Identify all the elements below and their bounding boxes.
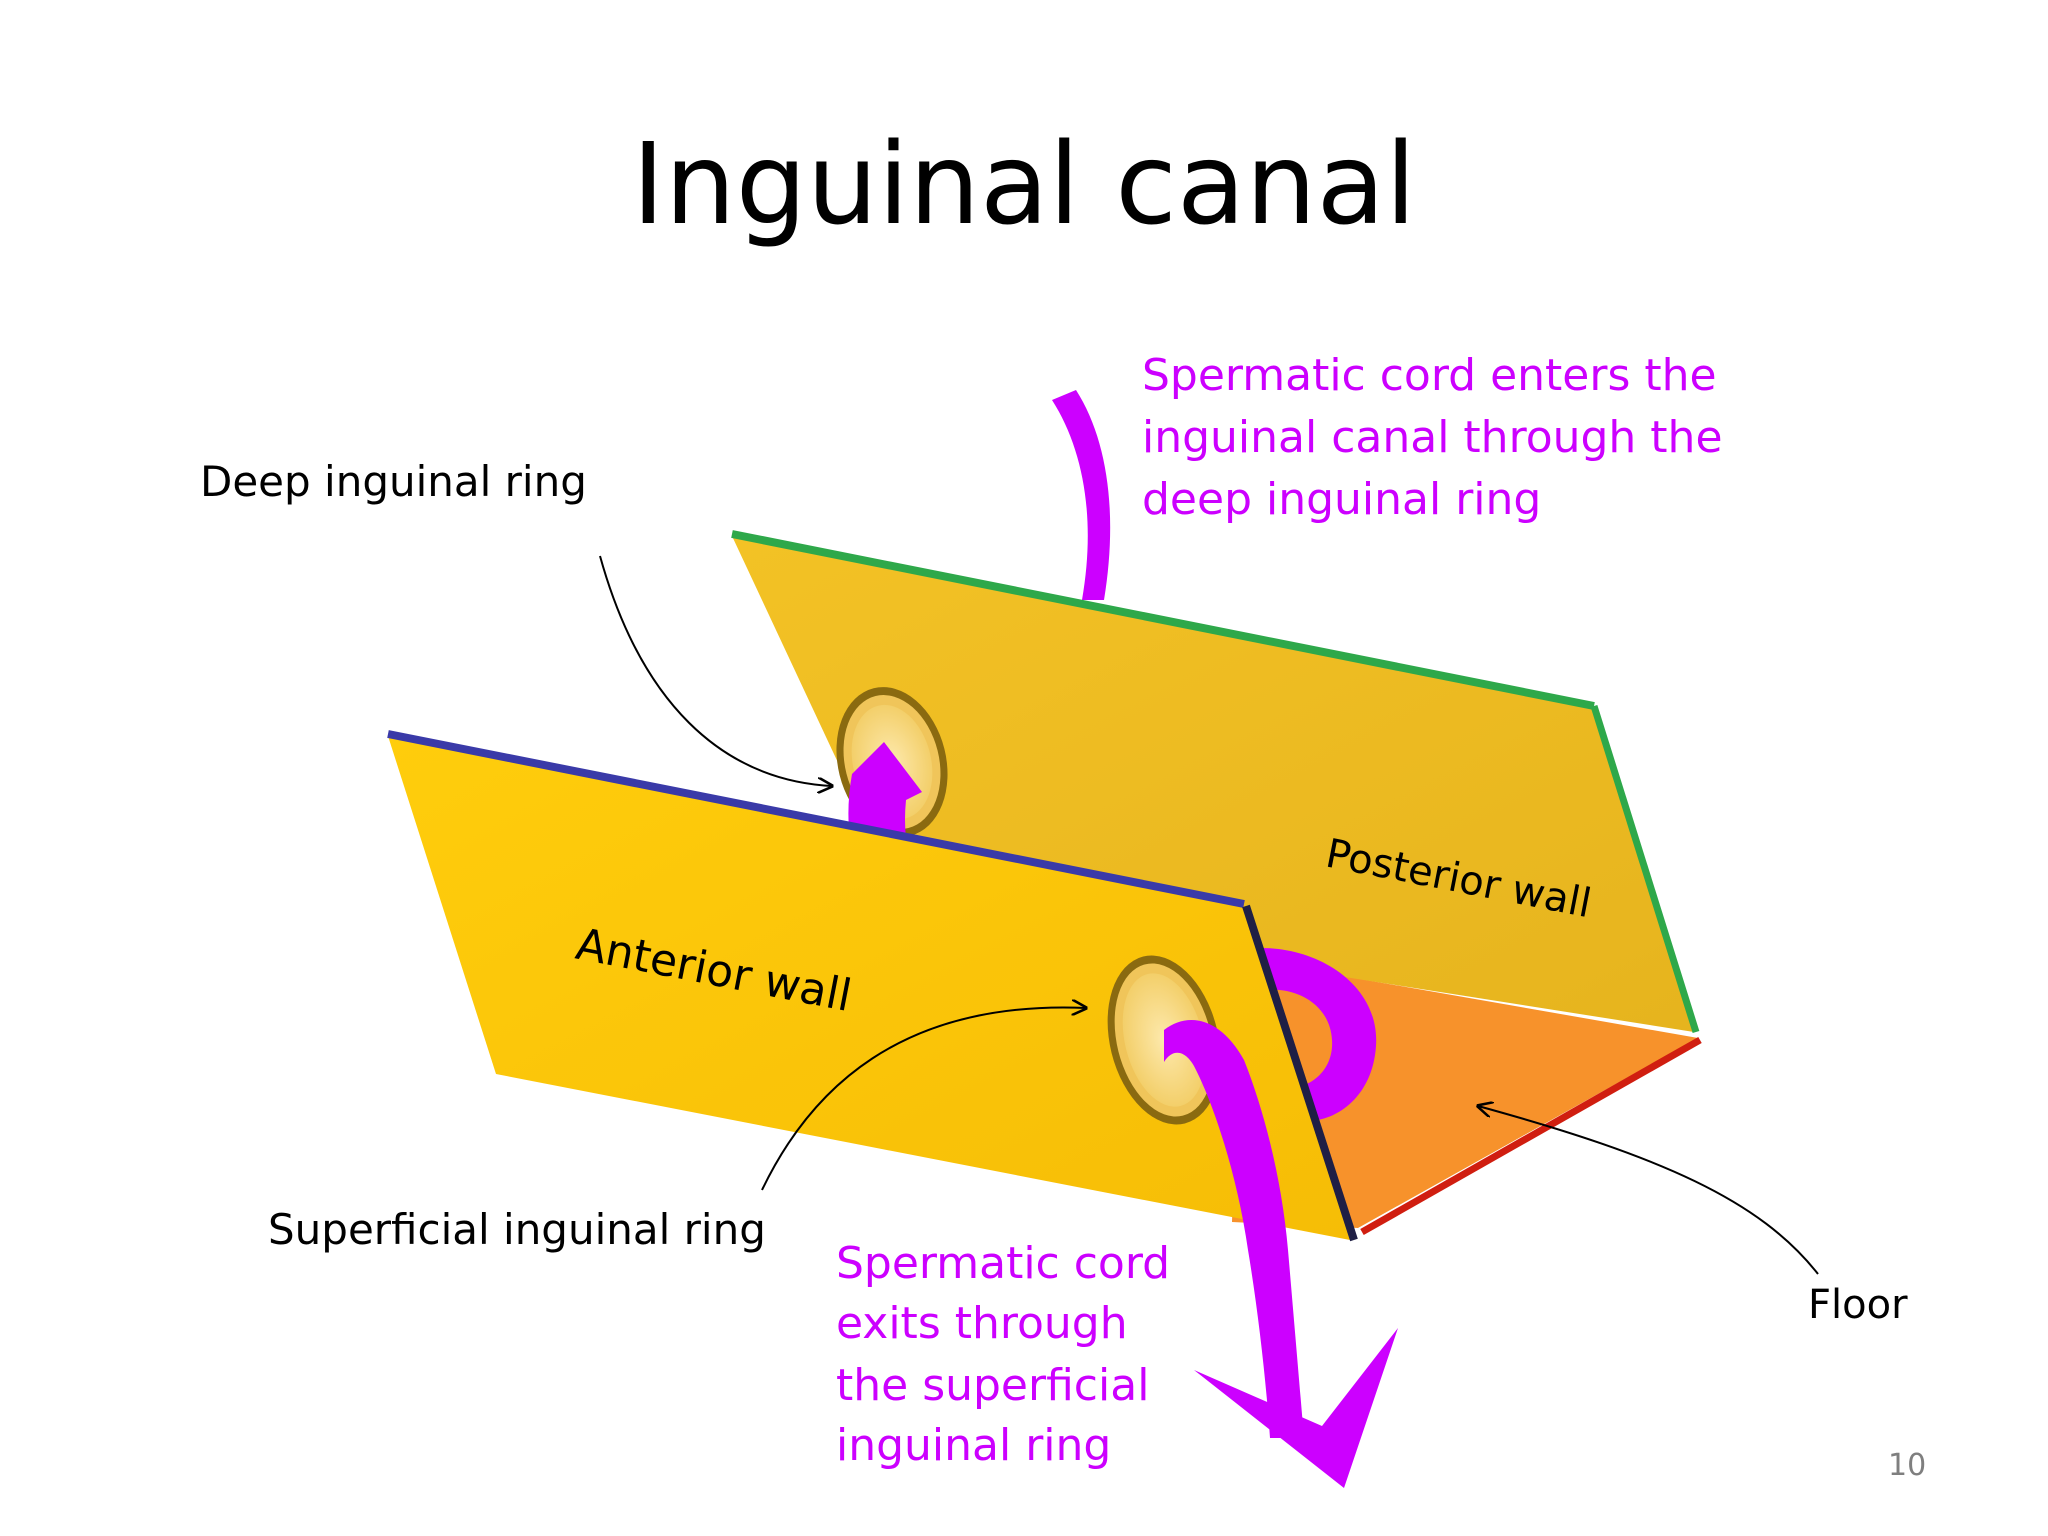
cord-exits-caption-line-3: the superficial	[836, 1360, 1149, 1411]
cord-exits-caption: Spermatic cord exits through the superfi…	[836, 1238, 1184, 1471]
floor-label: Floor	[1808, 1282, 1908, 1328]
superficial-ring-pointer	[761, 1008, 1086, 1191]
cord-exits-caption-line-4: inguinal ring	[836, 1420, 1111, 1471]
cord-enters-caption-line-3: deep inguinal ring	[1142, 474, 1541, 525]
slide-title: Inguinal canal	[631, 120, 1417, 250]
cord-entering-shaft	[1052, 390, 1111, 600]
deep-ring-pointer	[599, 555, 832, 786]
posterior-wall-top-edge	[731, 530, 1595, 710]
cord-enters-caption: Spermatic cord enters the inguinal canal…	[1142, 350, 1737, 525]
cord-enters-caption-line-2: inguinal canal through the	[1142, 412, 1723, 463]
deep-inguinal-ring-label: Deep inguinal ring	[200, 457, 587, 506]
posterior-wall-right-edge	[1590, 704, 1700, 1034]
superficial-inguinal-ring-label: Superficial inguinal ring	[268, 1205, 766, 1254]
cord-exiting-shaft	[1164, 1020, 1304, 1438]
anterior-wall-right-edge	[1242, 904, 1358, 1242]
floor-pointer	[1478, 1106, 1819, 1275]
floor-edge	[1360, 1036, 1702, 1236]
cord-exiting-arrowhead	[1194, 1328, 1398, 1488]
cord-through-deep-ring	[848, 742, 922, 838]
anterior-wall-top-edge	[387, 730, 1245, 908]
cord-exits-caption-line-2: exits through	[836, 1298, 1128, 1349]
cord-exits-caption-line-1: Spermatic cord	[836, 1238, 1170, 1289]
cord-inside-canal	[1262, 948, 1377, 1121]
cord-enters-caption-line-1: Spermatic cord enters the	[1142, 350, 1717, 401]
anterior-wall	[388, 736, 1350, 1240]
page-number: 10	[1888, 1448, 1927, 1483]
